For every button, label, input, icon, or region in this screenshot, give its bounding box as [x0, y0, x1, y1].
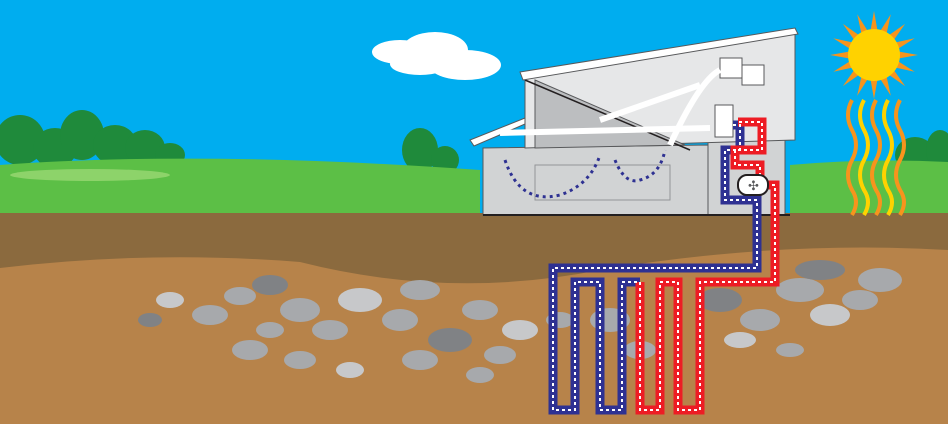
rock: [400, 280, 440, 300]
rock: [428, 328, 472, 352]
rock: [252, 275, 288, 295]
rock: [402, 350, 438, 370]
trees-left: [0, 110, 185, 168]
rock: [842, 290, 878, 310]
sun-ray: [888, 23, 906, 41]
rock: [462, 300, 498, 320]
sun-ray: [897, 51, 918, 59]
rock: [284, 351, 316, 369]
rock: [810, 304, 850, 326]
rock: [338, 288, 382, 312]
rock: [724, 332, 756, 348]
sun-ray: [894, 38, 915, 50]
fan-icon: ✣: [737, 174, 769, 196]
heat-waves-icon: [846, 99, 906, 217]
grass-highlight: [10, 169, 170, 181]
rock: [156, 292, 184, 308]
rock: [740, 309, 780, 331]
rock: [336, 362, 364, 378]
heat-wave: [894, 99, 906, 217]
heat-wave: [858, 99, 870, 217]
grass: [0, 158, 948, 215]
rock: [280, 298, 320, 322]
rock: [192, 305, 228, 325]
flow-dashes: [552, 121, 776, 411]
rock: [858, 268, 902, 292]
sun-ray: [879, 75, 891, 96]
rock: [224, 287, 256, 305]
rock-layer: [138, 260, 902, 383]
heat-wave: [882, 99, 894, 217]
sun-ray: [830, 51, 851, 59]
sun-ray: [870, 78, 878, 99]
sun-ray: [833, 38, 854, 50]
heat-wave: [870, 99, 882, 217]
sun-ray: [857, 14, 869, 35]
ground-loop-pipes[interactable]: [548, 117, 780, 415]
rock: [502, 320, 538, 340]
sun-ray: [842, 69, 860, 87]
sun-ray: [888, 69, 906, 87]
sun-ray: [833, 60, 854, 72]
rock: [484, 346, 516, 364]
sun-icon: [830, 11, 918, 99]
rock: [466, 367, 494, 383]
rock: [698, 288, 742, 312]
rock: [776, 278, 824, 302]
air-flow-arrows: [503, 149, 667, 199]
rock: [256, 322, 284, 338]
cloud-icon: [372, 32, 501, 80]
rock: [795, 260, 845, 280]
rock: [382, 309, 418, 331]
sun-ray: [894, 60, 915, 72]
rock: [776, 343, 804, 357]
rock: [232, 340, 268, 360]
svg-text:✣: ✣: [748, 179, 759, 194]
rock: [138, 313, 162, 327]
rock: [312, 320, 348, 340]
sun-ray: [842, 23, 860, 41]
sun-ray: [879, 14, 891, 35]
sun-ray: [870, 11, 878, 32]
sun-ray: [857, 75, 869, 96]
